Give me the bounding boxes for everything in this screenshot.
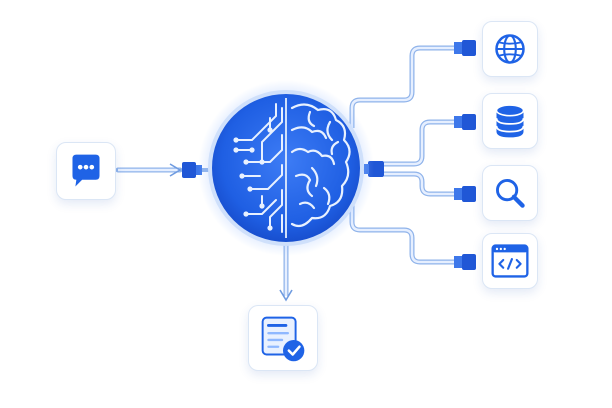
database-connection <box>384 114 476 167</box>
globe-plug <box>462 40 476 56</box>
globe-icon <box>495 34 525 64</box>
code-connection <box>349 198 476 270</box>
input-plug <box>182 162 196 178</box>
output-tile[interactable] <box>248 305 318 371</box>
chat-bubble-icon <box>72 154 100 187</box>
search-tool-tile[interactable] <box>482 165 538 221</box>
globe-tool-tile[interactable] <box>482 21 538 77</box>
code-plug <box>462 254 476 270</box>
search-connection <box>384 171 476 202</box>
code-tool-tile[interactable] <box>482 233 538 289</box>
database-plug <box>462 114 476 130</box>
input-tile[interactable] <box>56 142 116 200</box>
search-icon <box>496 179 525 208</box>
circuit-half <box>237 103 283 233</box>
code-window-icon <box>491 244 529 278</box>
brain-half <box>290 103 351 228</box>
document-check-icon <box>261 316 305 362</box>
ai-brain-circuit-icon <box>198 80 374 256</box>
search-plug <box>462 186 476 202</box>
database-tool-tile[interactable] <box>482 93 538 149</box>
database-icon <box>495 104 525 138</box>
globe-connection <box>349 40 476 128</box>
